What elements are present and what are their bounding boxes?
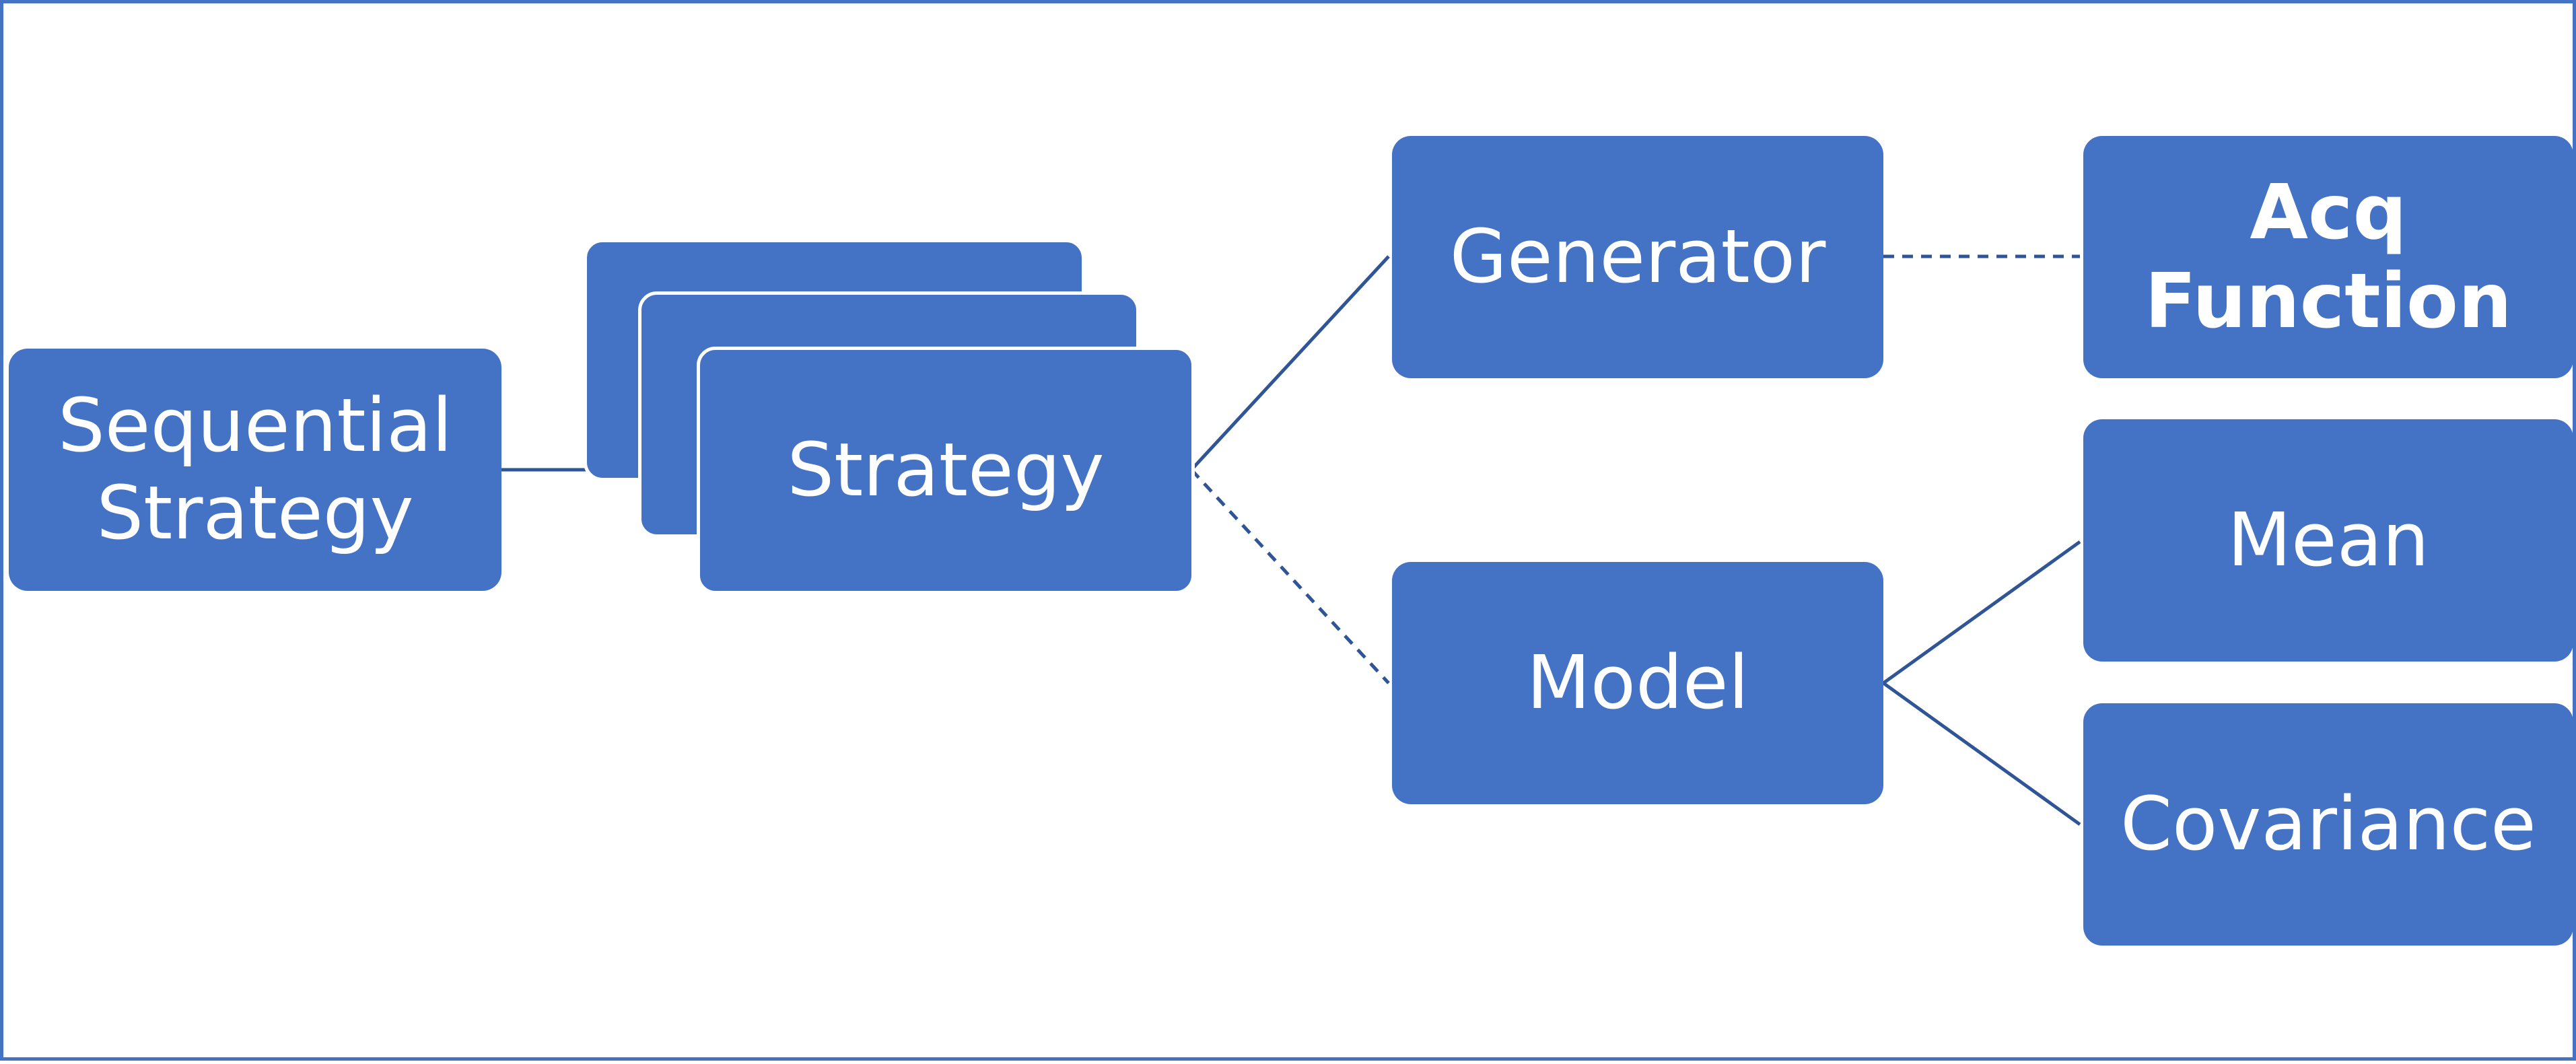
edge-strategy-to-model (1190, 468, 1390, 684)
node-model-label: Model (1526, 639, 1749, 726)
node-covariance: Covariance (2083, 703, 2573, 946)
node-model: Model (1392, 562, 1883, 804)
node-covariance-label: Covariance (2120, 781, 2536, 867)
edge-model-to-covariance (1882, 681, 2081, 826)
node-generator-label: Generator (1449, 213, 1826, 300)
edge-model-to-mean (1882, 540, 2081, 685)
node-sequential-strategy: Sequential Strategy (9, 349, 501, 591)
node-acq-function-label: Acq Function (2145, 168, 2512, 345)
node-sequential-strategy-line1: Sequential (57, 382, 453, 469)
node-generator: Generator (1392, 136, 1883, 378)
node-sequential-strategy-line2: Strategy (96, 470, 414, 556)
node-acq-function: Acq Function (2083, 136, 2573, 378)
node-strategy-label: Strategy (787, 427, 1105, 513)
node-mean-label: Mean (2227, 497, 2429, 583)
edge-strategy-to-generator (1190, 255, 1390, 471)
node-sequential-strategy-label: Sequential Strategy (58, 382, 452, 557)
node-strategy: Strategy (697, 347, 1195, 594)
node-mean: Mean (2083, 419, 2573, 662)
